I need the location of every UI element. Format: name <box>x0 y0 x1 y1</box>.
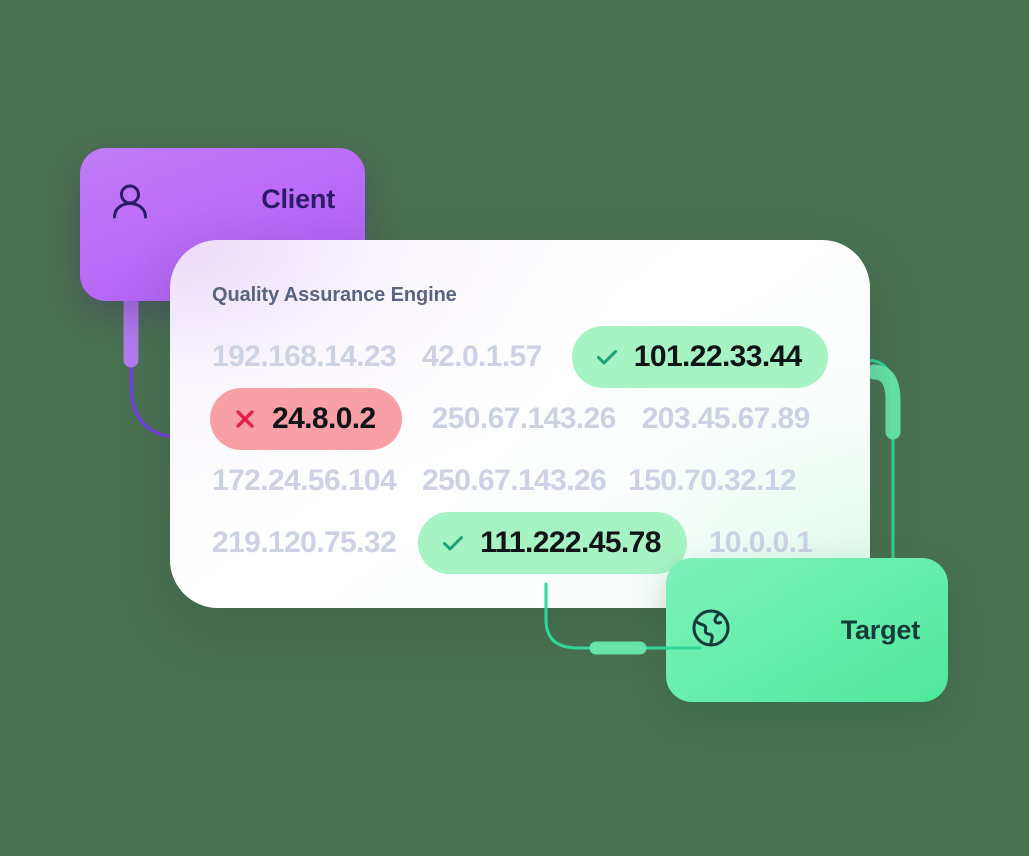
ip-value: 10.0.0.1 <box>708 526 813 559</box>
ip-row: 24.8.0.2 250.67.143.26 203.45.67.89 <box>210 388 830 450</box>
ip-value: 250.67.143.26 <box>422 464 607 497</box>
client-card-content: Client <box>80 148 365 301</box>
target-card[interactable]: Target <box>666 558 948 702</box>
target-card-content: Target <box>666 558 948 702</box>
ip-value: 192.168.14.23 <box>212 340 397 373</box>
ip-value: 219.120.75.32 <box>212 526 397 559</box>
ip-list: 192.168.14.23 42.0.1.57 101.22.33.44 <box>170 326 870 574</box>
ip-value: 24.8.0.2 <box>272 402 376 435</box>
check-icon <box>594 344 620 370</box>
ip-value: 42.0.1.57 <box>422 340 542 373</box>
ip-value: 101.22.33.44 <box>633 340 803 373</box>
ip-row: 172.24.56.104 250.67.143.26 150.70.32.12 <box>210 450 830 512</box>
target-card-label: Target <box>840 614 921 645</box>
ip-value: 250.67.143.26 <box>431 402 617 435</box>
ip-value: 172.24.56.104 <box>212 464 397 497</box>
ip-value: 111.222.45.78 <box>480 526 661 559</box>
quality-assurance-engine-card: Quality Assurance Engine 192.168.14.23 4… <box>170 240 870 608</box>
ip-row: 192.168.14.23 42.0.1.57 101.22.33.44 <box>210 326 830 388</box>
page-title: Quality Assurance Engine <box>212 284 457 306</box>
target-connector-pulse-top <box>866 364 901 440</box>
ip-value: 203.45.67.89 <box>641 402 811 435</box>
ip-value: 150.70.32.12 <box>628 464 797 497</box>
ip-pill-passed[interactable]: 101.22.33.44 <box>571 326 828 388</box>
cross-icon <box>232 406 258 432</box>
ip-pill-passed[interactable]: 111.222.45.78 <box>418 512 687 574</box>
client-card-label: Client <box>261 184 335 214</box>
ip-pill-failed[interactable]: 24.8.0.2 <box>210 388 402 450</box>
globe-icon <box>688 605 734 656</box>
check-icon <box>440 530 466 556</box>
user-icon <box>108 180 152 229</box>
